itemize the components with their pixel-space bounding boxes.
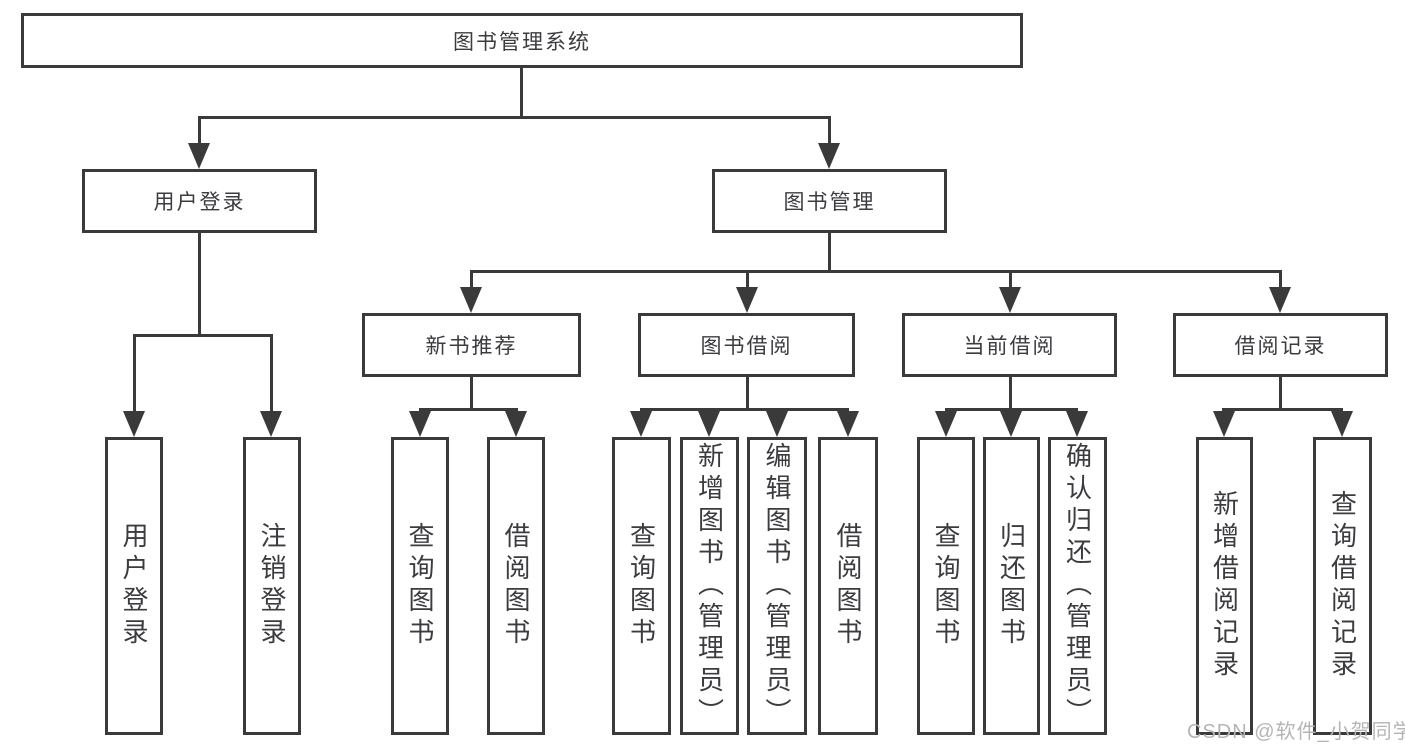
arrow-down-icon [818, 143, 840, 169]
node-book-management: 图书管理 [712, 169, 947, 233]
leaf-user-login: 用户登录 [105, 437, 163, 735]
leaf-label: 确认归还（管理员） [1062, 442, 1093, 730]
leaf-borrow-books-recommend: 借阅图书 [487, 437, 545, 735]
leaf-confirm-return-admin: 确认归还（管理员） [1048, 437, 1107, 735]
node-label: 图书管理系统 [453, 30, 591, 54]
arrow-down-icon [630, 411, 652, 437]
leaf-label: 借阅图书 [501, 522, 531, 650]
connector-line [470, 270, 473, 290]
leaf-label: 归还图书 [996, 522, 1027, 650]
connector-line [746, 377, 749, 411]
arrow-down-icon [1000, 411, 1022, 437]
leaf-label: 借阅图书 [833, 522, 863, 650]
arrow-down-icon [935, 411, 957, 437]
leaf-add-books-admin: 新增图书（管理员） [680, 437, 739, 735]
leaf-add-borrow-record: 新增借阅记录 [1196, 437, 1253, 735]
connector-line [198, 233, 201, 336]
connector-line [419, 408, 518, 411]
arrow-down-icon [409, 411, 431, 437]
csdn-watermark: CSDN @软件_小贺同学 [1187, 721, 1405, 743]
leaf-label: 用户登录 [119, 522, 149, 650]
connector-line [746, 270, 749, 290]
node-label: 图书借阅 [700, 335, 793, 358]
connector-line [470, 270, 1282, 273]
arrow-down-icon [999, 287, 1021, 313]
arrow-down-icon [1331, 411, 1353, 437]
node-new-book-recommend: 新书推荐 [362, 313, 581, 377]
leaf-label: 新增图书（管理员） [694, 442, 725, 730]
leaf-return-books: 归还图书 [983, 437, 1040, 735]
leaf-label: 查询图书 [626, 522, 657, 650]
arrow-down-icon [1066, 411, 1088, 437]
connector-line [945, 408, 1078, 411]
leaf-label: 查询借阅记录 [1327, 490, 1358, 682]
arrow-down-icon [1213, 411, 1235, 437]
arrow-down-icon [766, 411, 788, 437]
connector-line [1279, 270, 1282, 290]
leaf-query-borrow-record: 查询借阅记录 [1313, 437, 1372, 735]
connector-line [270, 334, 273, 413]
leaf-query-books-borrowing: 查询图书 [612, 437, 671, 735]
connector-line [470, 377, 473, 411]
connector-line [133, 334, 273, 337]
connector-line [198, 116, 831, 119]
node-current-borrowing: 当前借阅 [902, 313, 1117, 377]
node-label: 图书管理 [783, 191, 876, 214]
arrow-down-icon [698, 411, 720, 437]
connector-line [640, 408, 849, 411]
node-label: 用户登录 [153, 191, 246, 214]
arrow-down-icon [260, 411, 282, 437]
leaf-query-books-recommend: 查询图书 [391, 437, 449, 735]
arrow-down-icon [460, 287, 482, 313]
arrow-down-icon [837, 411, 859, 437]
connector-line [198, 116, 201, 145]
connector-line [1222, 408, 1343, 411]
node-label: 借阅记录 [1234, 335, 1327, 358]
arrow-down-icon [505, 411, 527, 437]
leaf-label: 注销登录 [257, 522, 287, 650]
node-book-borrowing: 图书借阅 [638, 313, 855, 377]
leaf-label: 查询图书 [405, 522, 435, 650]
node-user-login: 用户登录 [82, 169, 317, 233]
leaf-label: 新增借阅记录 [1209, 490, 1240, 682]
connector-line [1009, 270, 1012, 290]
arrow-down-icon [1269, 287, 1291, 313]
node-label: 当前借阅 [963, 335, 1056, 358]
arrow-down-icon [736, 287, 758, 313]
leaf-label: 查询图书 [931, 522, 961, 650]
arrow-down-icon [188, 143, 210, 169]
connector-line [1279, 377, 1282, 411]
leaf-query-books-current: 查询图书 [917, 437, 975, 735]
node-borrowing-records: 借阅记录 [1173, 313, 1388, 377]
arrow-down-icon [123, 411, 145, 437]
connector-line [1009, 377, 1012, 411]
node-library-management-system: 图书管理系统 [21, 13, 1023, 68]
leaf-edit-books-admin: 编辑图书（管理员） [747, 437, 807, 735]
connector-line [520, 68, 523, 118]
connector-line [133, 334, 136, 413]
node-label: 新书推荐 [425, 335, 518, 358]
connector-line [828, 233, 831, 273]
leaf-borrow-books: 借阅图书 [818, 437, 878, 735]
connector-line [828, 116, 831, 145]
leaf-logout: 注销登录 [243, 437, 301, 735]
leaf-label: 编辑图书（管理员） [762, 442, 792, 730]
